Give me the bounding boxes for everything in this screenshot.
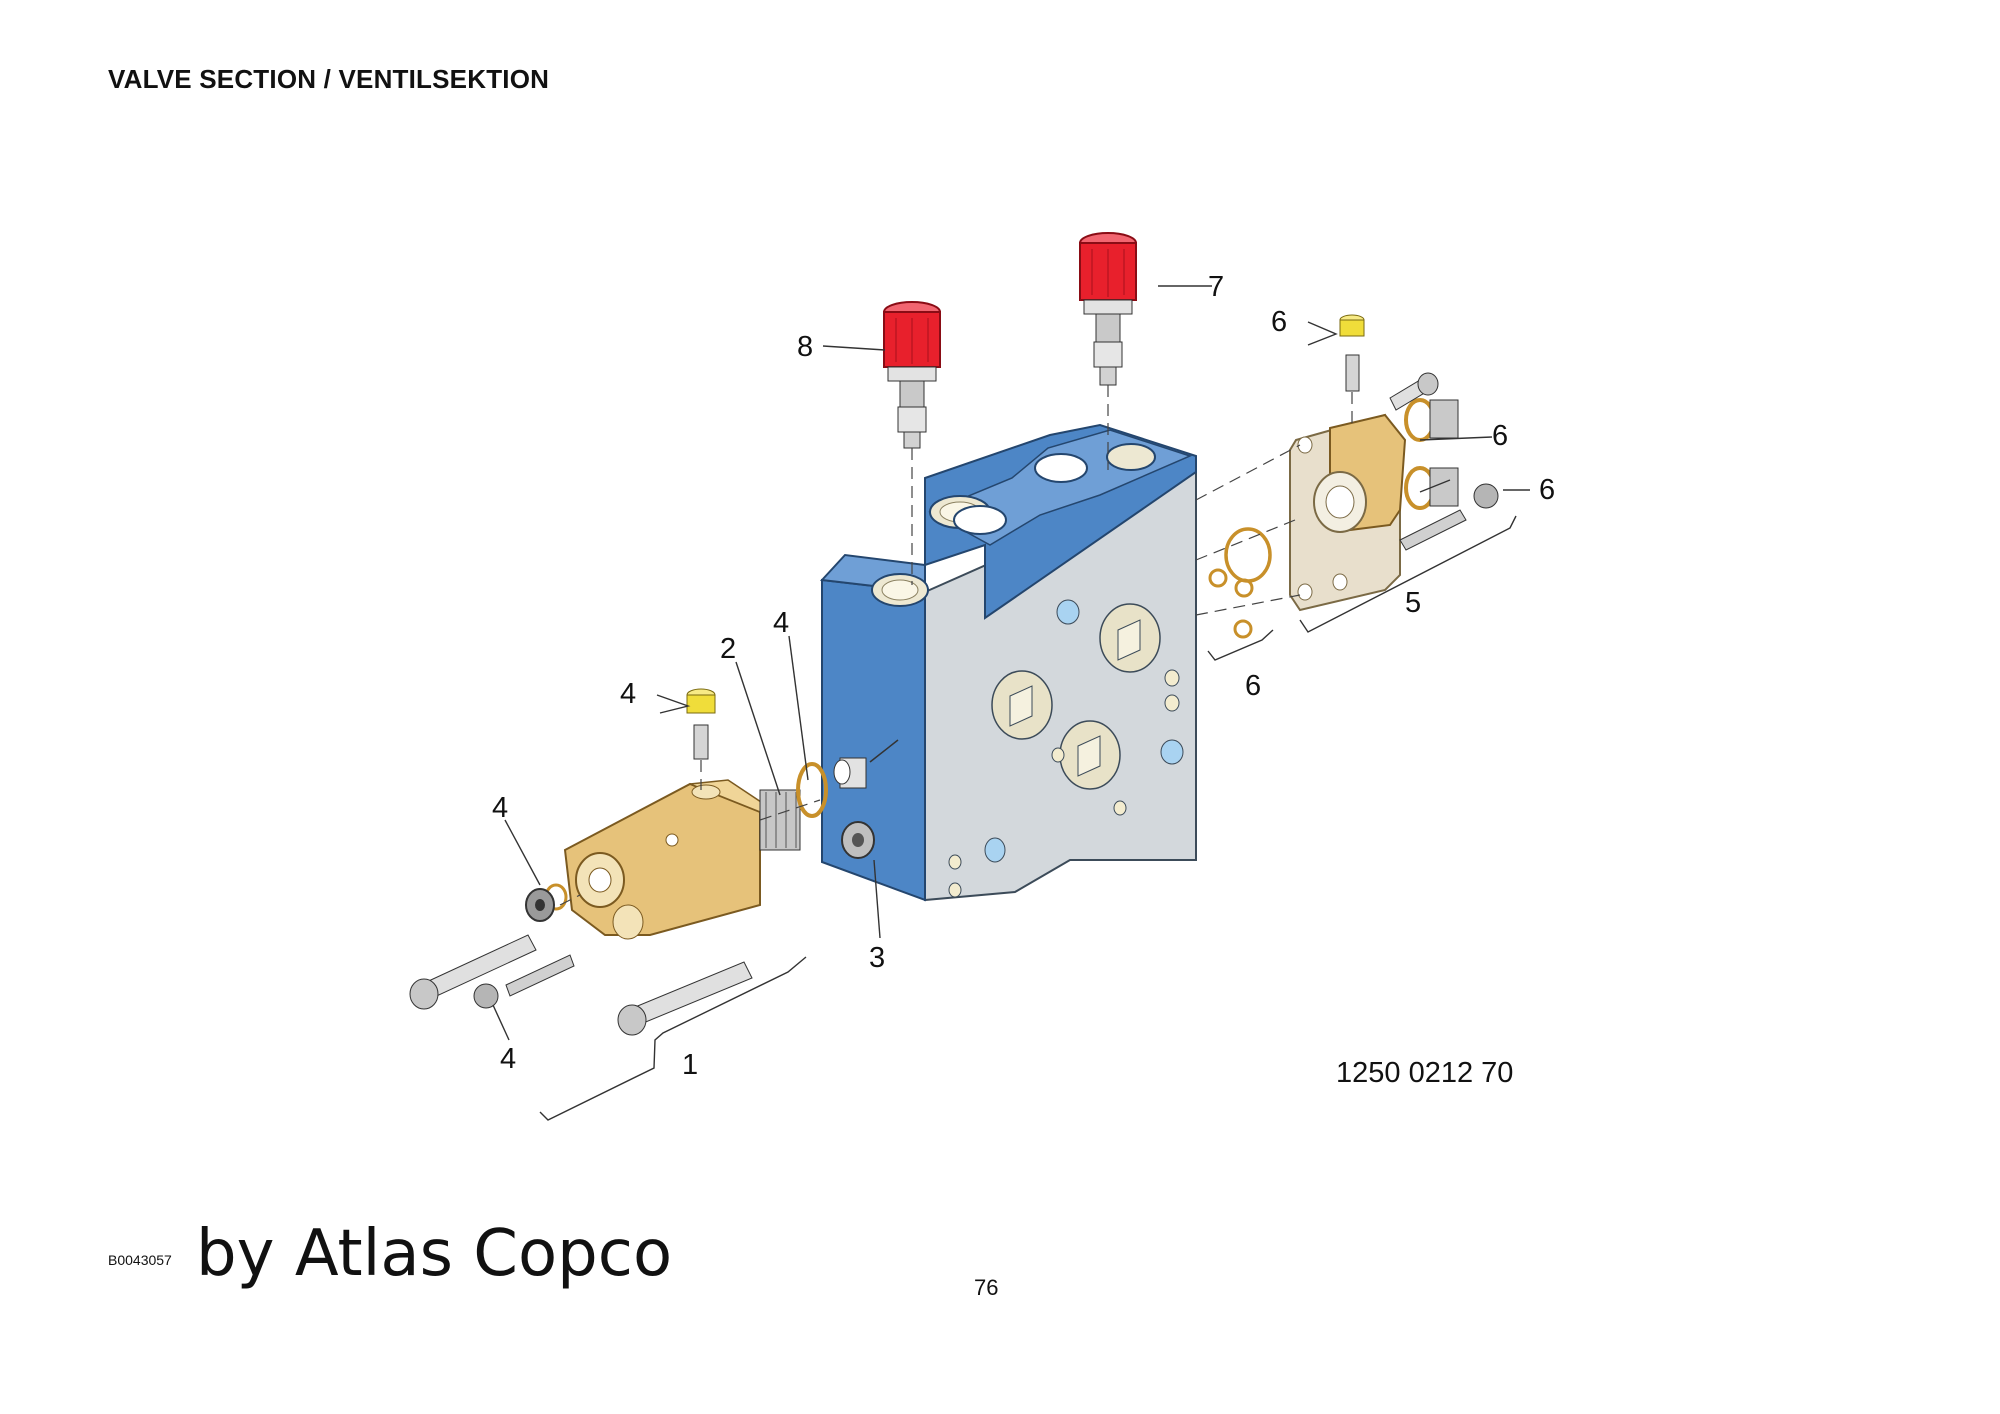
end-cover-left: [409, 688, 828, 1036]
relief-valve-cap-8: [883, 301, 941, 449]
callout-5: 5: [1405, 587, 1421, 619]
callout-4-oring: 4: [773, 607, 789, 639]
callout-2: 2: [720, 633, 736, 665]
callout-6-cap: 6: [1492, 420, 1508, 452]
valve-block: [819, 423, 1197, 902]
callout-6-nut: 6: [1539, 474, 1555, 506]
callout-6-plug: 6: [1271, 306, 1287, 338]
callout-6-orings: 6: [1245, 670, 1261, 702]
callout-3: 3: [869, 942, 885, 974]
callout-1: 1: [682, 1049, 698, 1081]
callout-8: 8: [797, 331, 813, 363]
part-number: 1250 0212 70: [1336, 1057, 1513, 1089]
relief-valve-cap-7: [1079, 232, 1137, 386]
callout-4-nut: 4: [492, 792, 508, 824]
page-title: VALVE SECTION / VENTILSEKTION: [108, 64, 550, 94]
callout-4-screw: 4: [500, 1043, 516, 1075]
end-cover-right: [1208, 314, 1499, 639]
leader-lines: [492, 285, 1530, 1121]
callout-4-plug: 4: [620, 678, 636, 710]
document-id: B0043057: [108, 1252, 172, 1268]
brand-watermark: by Atlas Copco: [196, 1217, 673, 1291]
page-number: 76: [974, 1275, 999, 1300]
callout-7: 7: [1208, 271, 1224, 303]
